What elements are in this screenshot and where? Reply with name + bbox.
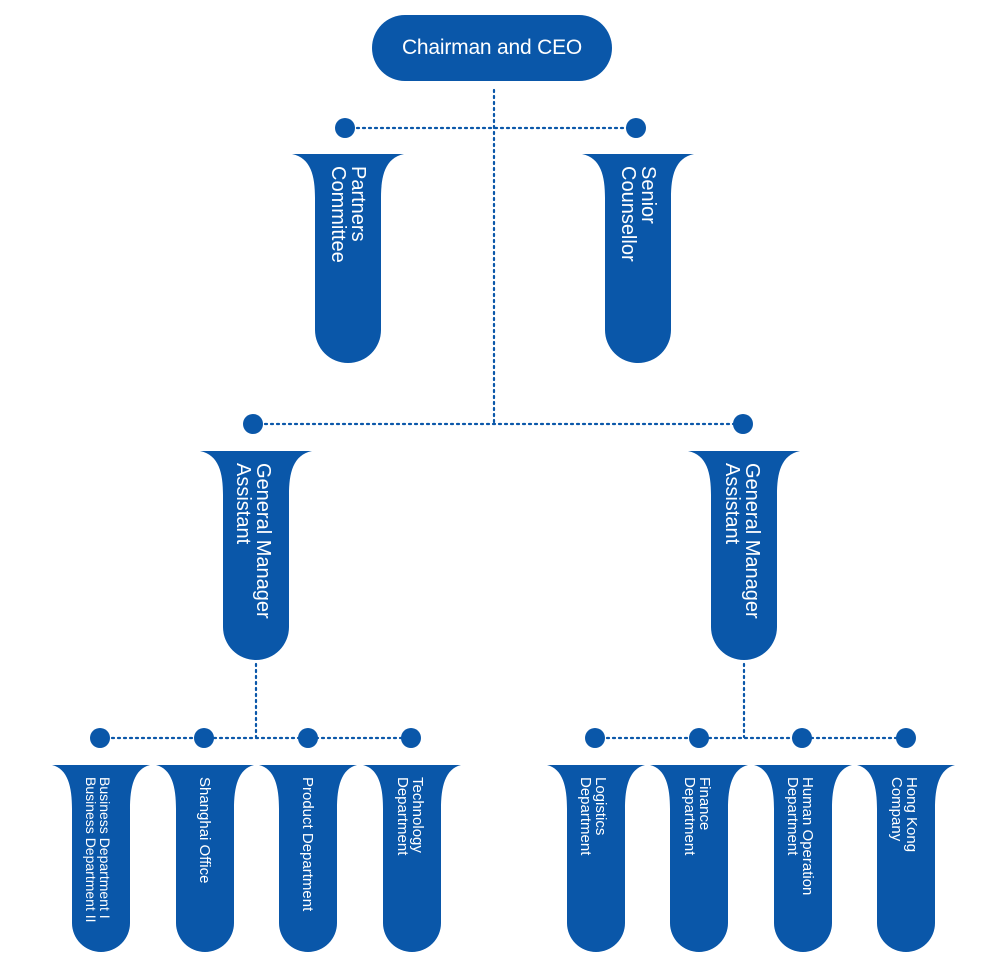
shanghai-office-label: Shanghai Office	[196, 777, 213, 884]
manager-dot-left	[243, 414, 263, 434]
technology-dept-label-line-1: Technology	[409, 777, 426, 853]
product-department-node: Product Department	[249, 765, 367, 952]
node-shape	[547, 765, 645, 952]
dept-dot-product	[298, 728, 318, 748]
partners-committee-node: Partners Committee	[282, 154, 414, 363]
general-manager-assistant-right-node: General Manager Assistant	[678, 451, 810, 660]
technology-dept-label-line-2: Department	[394, 777, 411, 856]
chairman-ceo-node: Chairman and CEO	[372, 15, 612, 81]
senior-counsellor-label-line-2: Counsellor	[617, 166, 639, 262]
node-shape	[292, 154, 404, 363]
node-shape	[52, 765, 150, 952]
human-operation-label-line-2: Department	[784, 777, 801, 856]
hong-kong-company-node: Hong Kong Company	[847, 765, 965, 952]
dept-dot-technology	[401, 728, 421, 748]
chairman-ceo-label: Chairman and CEO	[401, 36, 583, 59]
dept-dot-human-operation	[792, 728, 812, 748]
advisor-dot-right	[626, 118, 646, 138]
finance-department-node: Finance Department	[640, 765, 758, 952]
product-department-label: Product Department	[299, 777, 316, 912]
dept-dot-business	[90, 728, 110, 748]
logistics-dept-label-line-2: Department	[577, 777, 594, 856]
business-dept-label-line-1: Business Department I	[97, 777, 113, 919]
senior-counsellor-label-line-1: Senior	[637, 166, 659, 224]
node-shape	[688, 451, 800, 660]
hong-kong-label-line-1: Hong Kong	[903, 777, 920, 853]
finance-dept-label-line-2: Department	[681, 777, 698, 856]
gm-right-label-line-2: Assistant	[721, 463, 743, 545]
gm-left-label-line-1: General Manager	[252, 463, 274, 619]
finance-dept-label-line-1: Finance	[696, 777, 713, 831]
human-operation-department-node: Human Operation Department	[744, 765, 862, 952]
node-shape	[259, 765, 357, 952]
dept-dot-finance	[689, 728, 709, 748]
node-shape	[650, 765, 748, 952]
technology-department-node: Technology Department	[353, 765, 471, 952]
dept-dot-shanghai	[194, 728, 214, 748]
node-shape	[200, 451, 312, 660]
gm-right-label-line-1: General Manager	[741, 463, 763, 619]
hong-kong-label-line-2: Company	[888, 777, 905, 842]
partners-committee-label-line-2: Committee	[327, 166, 349, 263]
node-shape	[582, 154, 694, 363]
node-shape	[857, 765, 955, 952]
senior-counsellor-node: Senior Counsellor	[572, 154, 704, 363]
partners-committee-label-line-1: Partners	[347, 166, 369, 242]
manager-dot-right	[733, 414, 753, 434]
gm-left-label-line-2: Assistant	[232, 463, 254, 545]
shanghai-office-node: Shanghai Office	[146, 765, 264, 952]
logistics-department-node: Logistics Department	[537, 765, 655, 952]
human-operation-label-line-1: Human Operation	[799, 777, 816, 896]
dept-dot-hong-kong	[896, 728, 916, 748]
general-manager-assistant-left-node: General Manager Assistant	[190, 451, 322, 660]
advisor-dot-left	[335, 118, 355, 138]
node-shape	[156, 765, 254, 952]
dept-dot-logistics	[585, 728, 605, 748]
node-shape	[363, 765, 461, 952]
node-shape	[754, 765, 852, 952]
logistics-dept-label-line-1: Logistics	[592, 777, 609, 836]
business-dept-label-line-2: Business Department II	[83, 777, 99, 923]
business-departments-node: Business Department I Business Departmen…	[42, 765, 160, 952]
